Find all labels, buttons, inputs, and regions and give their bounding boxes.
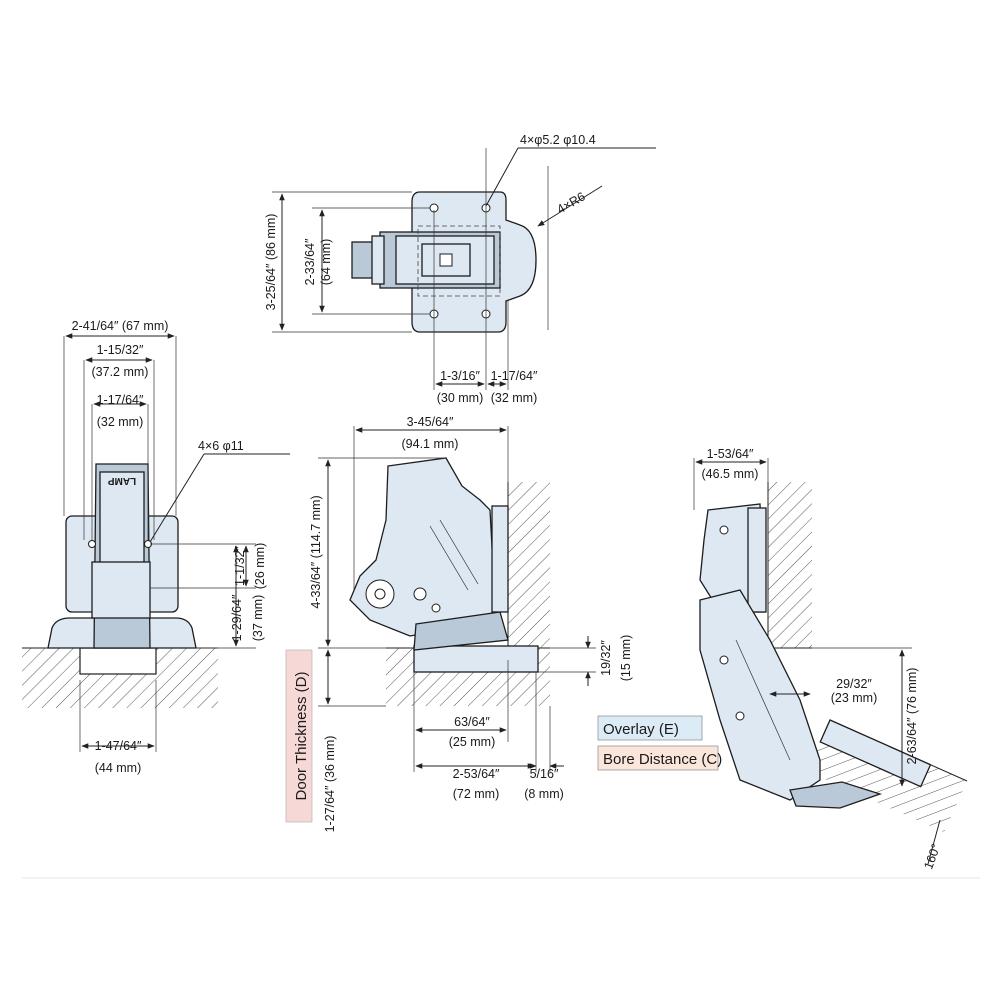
label-top-inner-a: 2-33/64″ — [303, 238, 317, 285]
label-mid-b2-b: (72 mm) — [453, 787, 500, 801]
top-view: 4×φ5.2 φ10.4 4×R6 3-25/64″ (86 mm) 2-33/… — [264, 133, 656, 405]
open-screw — [719, 525, 729, 535]
open-arm — [699, 589, 821, 801]
label-right-w-b: (46.5 mm) — [702, 467, 759, 481]
label-right-w2-b: (23 mm) — [831, 691, 878, 705]
open-view: 1-53/64″ (46.5 mm) 29/32″ (23 mm) 2-63/6… — [597, 447, 968, 871]
label-left-h-small-mm: (26 mm) — [253, 543, 267, 590]
label-left-mid-a: 1-15/32″ — [97, 343, 144, 357]
front-arm-face — [99, 471, 145, 565]
label-top-height: 3-25/64″ (86 mm) — [264, 214, 278, 311]
label-door-value: 1-27/64″ (36 mm) — [323, 736, 337, 833]
side-pivot-2 — [413, 587, 427, 601]
label-overlay: Overlay (E) — [603, 721, 679, 738]
open-screw — [735, 711, 745, 721]
door-thickness-box — [285, 649, 313, 823]
label-left-h-big: 1-29/64″ — [230, 594, 244, 641]
label-mid-b1-b: (25 mm) — [449, 735, 496, 749]
side-plate — [491, 505, 509, 613]
bore-box — [597, 745, 719, 771]
side-base — [413, 611, 509, 651]
label-left-bottom-b: (44 mm) — [95, 761, 142, 775]
cup-flange — [371, 235, 385, 285]
side-view: 3-45/64″ (94.1 mm) 4-33/64″ (114.7 mm) 1… — [285, 415, 633, 833]
label-mid-small-a: 19/32″ — [599, 640, 613, 676]
side-cup — [413, 645, 539, 673]
open-screw — [719, 655, 729, 665]
label-top-holes: 4×φ5.2 φ10.4 — [520, 133, 596, 147]
hidden-outline — [417, 225, 501, 297]
label-left-mid-b: (37.2 mm) — [92, 365, 149, 379]
label-top-radius: 4×R6 — [555, 189, 588, 216]
label-left-in-a: 1-17/64″ — [97, 393, 144, 407]
adjust-screw — [439, 253, 453, 267]
label-bore: Bore Distance (C) — [603, 751, 722, 768]
cabinet-wall-hatch — [508, 482, 550, 648]
label-mid-h: 4-33/64″ (114.7 mm) — [309, 495, 323, 608]
label-door-thickness: Door Thickness (D) — [293, 672, 310, 801]
label-mid-small-b: (15 mm) — [619, 635, 633, 682]
cup-bore — [79, 647, 157, 675]
cup-stub — [351, 241, 375, 279]
label-angle: 160° — [921, 842, 943, 871]
label-top-inner-b: (64 mm) — [319, 239, 333, 286]
side-pivot-inner — [374, 588, 386, 600]
label-mid-b3-a: 5/16″ — [530, 767, 559, 781]
label-right-w2-a: 29/32″ — [836, 677, 872, 691]
front-hole — [88, 540, 96, 548]
label-right-h: 2-63/64″ (76 mm) — [905, 668, 919, 765]
label-top-w1-b: (30 mm) — [437, 391, 484, 405]
front-view: LAMP 2-41/64″ (67 mm) 1-15/32″ (37.2 mm)… — [22, 319, 290, 775]
open-wall-hatch — [768, 482, 812, 648]
label-top-w1-a: 1-3/16″ — [440, 369, 480, 383]
label-top-w2-a: 1-17/64″ — [491, 369, 538, 383]
side-screw — [431, 603, 441, 613]
logo-text: LAMP — [108, 475, 137, 486]
open-plate — [747, 507, 767, 613]
label-left-holes: 4×6 φ11 — [198, 439, 244, 453]
label-mid-b2-a: 2-53/64″ — [453, 767, 500, 781]
label-mid-w-a: 3-45/64″ — [407, 415, 454, 429]
label-left-bottom-a: 1-47/64″ — [95, 739, 142, 753]
label-top-w2-b: (32 mm) — [491, 391, 538, 405]
label-left-total: 2-41/64″ (67 mm) — [72, 319, 169, 333]
overlay-box — [597, 715, 703, 741]
label-left-h-small: 1-1/32″ — [233, 545, 247, 585]
label-mid-w-b: (94.1 mm) — [402, 437, 459, 451]
label-right-w-a: 1-53/64″ — [707, 447, 754, 461]
label-left-h-big-mm: (37 mm) — [251, 595, 265, 642]
open-arm-end — [789, 781, 883, 809]
label-mid-b1-a: 63/64″ — [454, 715, 490, 729]
front-cup — [91, 561, 151, 619]
label-mid-b3-b: (8 mm) — [524, 787, 564, 801]
side-body — [349, 457, 497, 637]
label-left-in-b: (32 mm) — [97, 415, 144, 429]
